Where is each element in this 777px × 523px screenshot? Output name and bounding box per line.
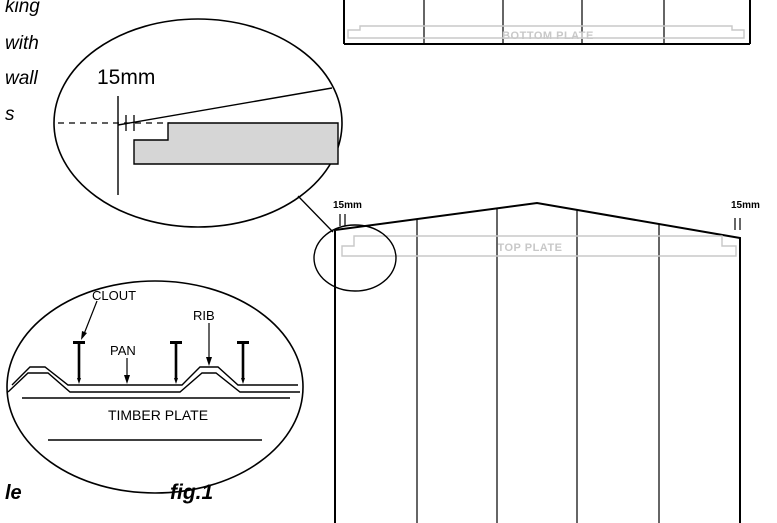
fixing-detail-circle bbox=[6, 280, 304, 494]
clout-nail-icon bbox=[237, 341, 249, 384]
sheet-profile-outer bbox=[11, 366, 298, 386]
corner-zoom-detail: 15mm bbox=[53, 18, 343, 228]
main-wall-panel bbox=[313, 201, 741, 523]
side-text-line-3: wall bbox=[5, 68, 39, 89]
pan-arrowhead-icon bbox=[124, 375, 130, 384]
right-dimension-label: 15mm bbox=[731, 200, 760, 211]
rib-arrowhead-icon bbox=[206, 357, 212, 366]
side-text-line-4: s bbox=[5, 104, 15, 125]
side-text-line-1: king bbox=[5, 0, 40, 17]
fixing-detail: CLOUT RIB PAN TIMBER PLATE bbox=[6, 280, 304, 494]
bottom-plate-outline bbox=[347, 25, 745, 39]
bottom-wall-panel bbox=[343, 0, 751, 45]
clout-nail-icon bbox=[73, 341, 85, 384]
corner-highlight-circle bbox=[313, 224, 397, 292]
leader-arrows bbox=[81, 300, 212, 384]
left-dimension-label: 15mm bbox=[333, 200, 362, 211]
rib-label: RIB bbox=[193, 308, 215, 323]
clout-leader-arrow bbox=[83, 300, 98, 335]
side-text-block: king with wall s le bbox=[5, 0, 40, 504]
top-plate-outline bbox=[341, 235, 737, 257]
pan-label: PAN bbox=[110, 343, 136, 358]
clout-arrowhead-icon bbox=[81, 331, 87, 340]
zoom-top-plate-section bbox=[133, 122, 339, 165]
figure-caption: fig.1 bbox=[170, 481, 213, 504]
bottom-plate-label: BOTTOM PLATE bbox=[502, 30, 594, 42]
zoom-sheet-line bbox=[117, 87, 333, 126]
side-text-bottom-fragment: le bbox=[5, 482, 22, 504]
top-plate-label: TOP PLATE bbox=[497, 242, 562, 254]
clout-label: CLOUT bbox=[92, 288, 136, 303]
side-text-line-2: with bbox=[5, 33, 39, 54]
zoom-dimension-label: 15mm bbox=[97, 66, 155, 89]
sheet-profile-inner bbox=[7, 372, 300, 393]
main-wall-outline bbox=[334, 201, 741, 523]
clout-nail-icon bbox=[170, 341, 182, 384]
zoom-connector-line bbox=[297, 195, 334, 233]
timber-plate-label: TIMBER PLATE bbox=[108, 407, 208, 423]
